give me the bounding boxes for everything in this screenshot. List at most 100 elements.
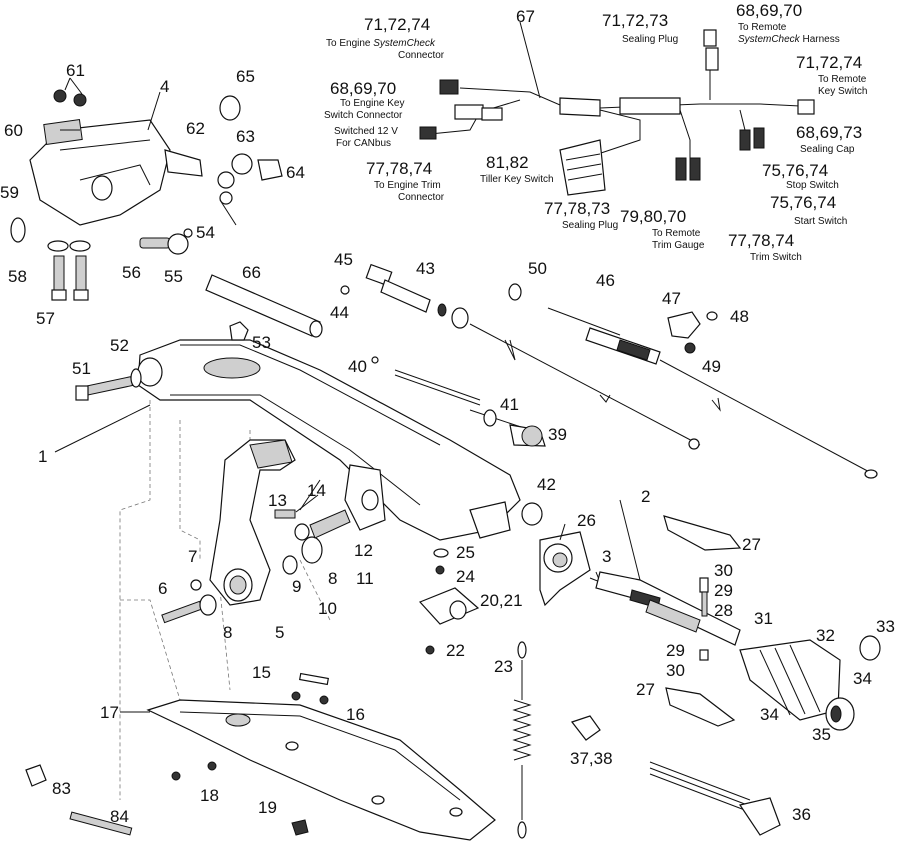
spring-83 — [25, 764, 47, 787]
lower-cover-17 — [146, 699, 496, 841]
label-engine-key-line2: Switch Connector — [324, 110, 403, 121]
callout-84: 84 — [110, 807, 129, 826]
label-remote-key-line2: Key Switch — [818, 86, 867, 97]
label-sealing-cap-line1: Sealing Cap — [800, 144, 855, 155]
callout-4: 4 — [160, 77, 169, 96]
label-engine-check-line1: To Engine SystemCheck — [326, 38, 436, 49]
callout-51: 51 — [72, 359, 91, 378]
sealing-plug-top — [703, 29, 717, 47]
callout-50: 50 — [528, 259, 547, 278]
label-engine-check-line2: Connector — [398, 50, 445, 61]
callout-48: 48 — [730, 307, 749, 326]
rod-66 — [205, 274, 321, 337]
callout-47: 47 — [662, 289, 681, 308]
callout-61: 61 — [66, 61, 85, 80]
callout-40: 40 — [348, 357, 367, 376]
reference-dashed-lines — [119, 390, 331, 800]
label-trim-gauge-num: 79,80,70 — [620, 207, 686, 226]
callout-53: 53 — [252, 333, 271, 352]
remote-key-connector — [797, 99, 815, 115]
screw-18 — [171, 771, 181, 781]
callout-58: 58 — [8, 267, 27, 286]
callout-30b: 30 — [666, 661, 685, 680]
label-remote-key-line1: To Remote — [818, 74, 867, 85]
callout-32: 32 — [816, 626, 835, 645]
spring-cable-23 — [512, 641, 532, 839]
callout-28: 28 — [714, 601, 733, 620]
screw-22 — [425, 645, 435, 655]
callout-14: 14 — [307, 481, 326, 500]
callout-11: 11 — [356, 569, 374, 588]
label-sealing-plug-bottom-line1: Sealing Plug — [562, 220, 618, 231]
washer-25 — [433, 548, 449, 558]
callout-6: 6 — [158, 579, 167, 598]
washer-48 — [706, 311, 718, 321]
callout-10: 10 — [318, 599, 337, 618]
callout-65: 65 — [236, 67, 255, 86]
label-start-switch-num: 75,76,74 — [770, 193, 836, 212]
label-engine-check-num: 71,72,74 — [364, 15, 430, 34]
callout-numbers: 1 2 3 4 5 6 7 8 8 9 10 11 12 13 14 15 16… — [0, 7, 895, 826]
end-50 — [508, 283, 522, 301]
o-ring-33 — [859, 635, 881, 661]
label-engine-trim-line2: Connector — [398, 192, 445, 203]
callout-34b: 34 — [760, 705, 779, 724]
callout-27a: 27 — [742, 535, 761, 554]
screw-16 — [291, 691, 301, 701]
label-start-switch-line1: Start Switch — [794, 216, 847, 227]
callout-66: 66 — [242, 263, 261, 282]
callout-46: 46 — [596, 271, 615, 290]
pin-icon — [139, 237, 171, 249]
callout-23: 23 — [494, 657, 513, 676]
throttle-cable-43 — [340, 263, 701, 450]
harness-labels: 71,72,74 To Engine SystemCheck Connector… — [324, 1, 867, 263]
bolt-6 — [161, 600, 203, 624]
callout-7: 7 — [188, 547, 197, 566]
label-remote-key-num: 71,72,74 — [796, 53, 862, 72]
key-switch-body — [164, 149, 203, 177]
callout-19: 19 — [258, 798, 277, 817]
cover-housing — [29, 119, 171, 226]
clip-37-38 — [571, 715, 601, 741]
stud-icon — [75, 255, 87, 291]
label-stop-switch-num: 75,76,74 — [762, 161, 828, 180]
screw-24 — [435, 565, 445, 575]
callout-22: 22 — [446, 641, 465, 660]
label-sealing-plug-top-num: 71,72,73 — [602, 11, 668, 30]
callout-27b: 27 — [636, 680, 655, 699]
callout-8a: 8 — [223, 623, 232, 642]
callout-63: 63 — [236, 127, 255, 146]
callout-3: 3 — [602, 547, 611, 566]
nut-icon — [53, 89, 67, 103]
harness-36 — [649, 761, 781, 836]
knurled-nut — [257, 159, 283, 181]
callout-42: 42 — [537, 475, 556, 494]
wiring-harness — [419, 29, 815, 196]
callout-29a: 29 — [714, 581, 733, 600]
callout-24: 24 — [456, 567, 475, 586]
spring-28 — [701, 591, 708, 617]
label-engine-key-num: 68,69,70 — [330, 79, 396, 98]
label-sealing-cap-num: 68,69,73 — [796, 123, 862, 142]
callout-59: 59 — [0, 183, 19, 202]
callout-83: 83 — [52, 779, 71, 798]
callout-64: 64 — [286, 163, 305, 182]
callout-36: 36 — [792, 805, 811, 824]
bolt-13 — [274, 509, 296, 519]
callout-41: 41 — [500, 395, 519, 414]
label-sealing-plug-bottom-num: 77,78,73 — [544, 199, 610, 218]
callout-18: 18 — [200, 786, 219, 805]
callout-13: 13 — [268, 491, 287, 510]
callout-9: 9 — [292, 577, 301, 596]
stud-12 — [309, 509, 351, 539]
washer-52 — [130, 368, 142, 388]
callout-37-38: 37,38 — [570, 749, 613, 768]
label-engine-trim-line1: To Engine Trim — [374, 180, 441, 191]
clip-44 — [340, 285, 350, 295]
label-trim-switch-line1: Trim Switch — [750, 252, 802, 263]
washer-icon — [47, 240, 69, 252]
stud-icon — [53, 255, 65, 291]
bushing-9 — [282, 555, 298, 575]
callout-29b: 29 — [666, 641, 685, 660]
